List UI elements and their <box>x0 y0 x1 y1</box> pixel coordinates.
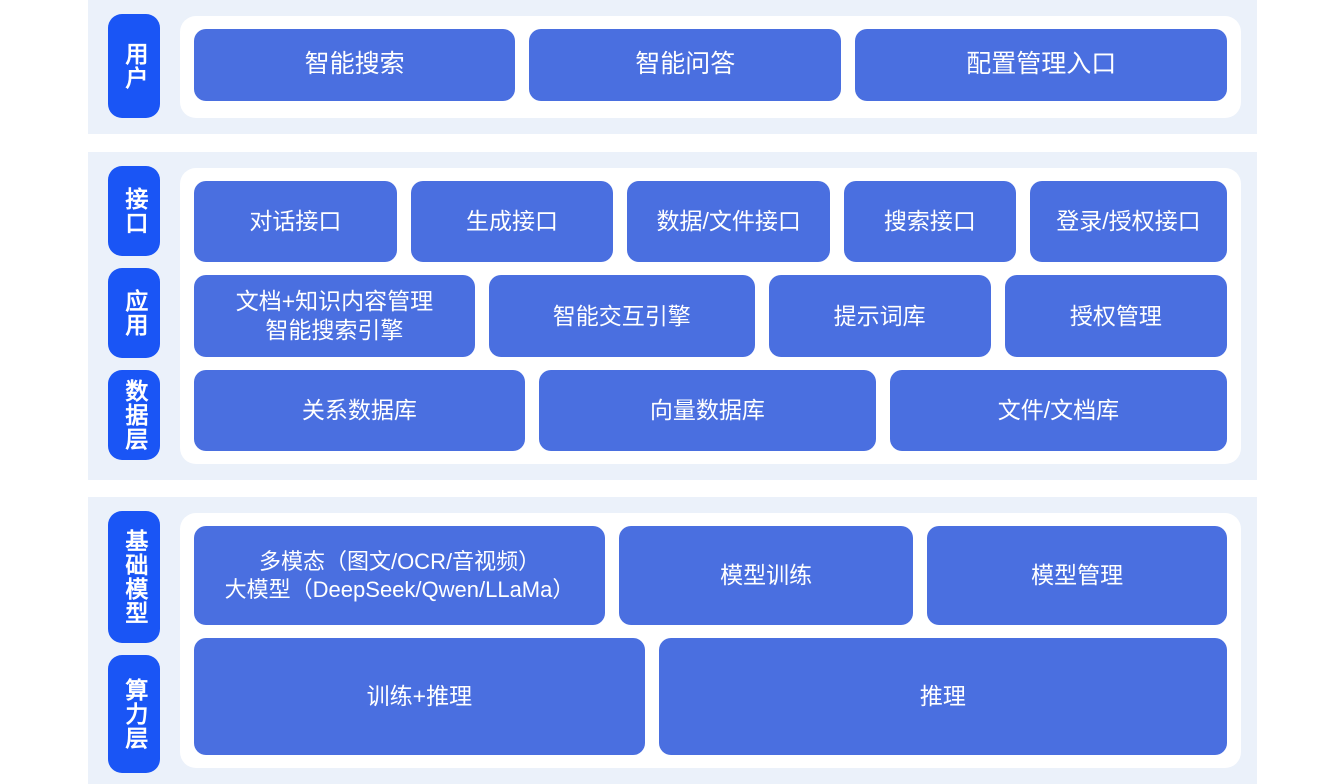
box-inference[interactable]: 推理 <box>658 638 1227 755</box>
section-platform: 接口 应用 数据层 对话接口 生成接口 数据/文件接口 搜索接口 登录/授权接口… <box>88 152 1257 480</box>
box-multimodal-large-model[interactable]: 多模态（图文/OCR/音视频） 大模型（DeepSeek/Qwen/LLaMa） <box>194 526 606 626</box>
box-file-document-store[interactable]: 文件/文档库 <box>889 369 1227 451</box>
layer-label-interface: 接口 <box>108 166 160 256</box>
box-smart-interaction-engine[interactable]: 智能交互引擎 <box>488 275 755 357</box>
box-training-inference[interactable]: 训练+推理 <box>194 638 645 755</box>
row-model: 多模态（图文/OCR/音视频） 大模型（DeepSeek/Qwen/LLaMa）… <box>194 526 1228 626</box>
row-data: 关系数据库 向量数据库 文件/文档库 <box>194 369 1227 451</box>
box-document-knowledge-management[interactable]: 文档+知识内容管理 智能搜索引擎 <box>194 275 475 357</box>
layer-label-user: 用户 <box>108 14 160 118</box>
box-vector-database[interactable]: 向量数据库 <box>538 369 876 451</box>
row-application: 文档+知识内容管理 智能搜索引擎 智能交互引擎 提示词库 授权管理 <box>194 275 1227 357</box>
box-login-auth-api[interactable]: 登录/授权接口 <box>1029 181 1228 263</box>
box-smart-qa[interactable]: 智能问答 <box>529 29 842 101</box>
box-prompt-library[interactable]: 提示词库 <box>768 275 991 357</box>
card-infrastructure: 多模态（图文/OCR/音视频） 大模型（DeepSeek/Qwen/LLaMa）… <box>180 513 1241 768</box>
box-relational-database[interactable]: 关系数据库 <box>194 369 525 451</box>
card-platform: 对话接口 生成接口 数据/文件接口 搜索接口 登录/授权接口 文档+知识内容管理… <box>180 168 1241 464</box>
layer-label-data: 数据层 <box>108 370 160 460</box>
label-rail-user: 用户 <box>88 0 180 134</box>
box-model-training[interactable]: 模型训练 <box>619 526 914 626</box>
box-authorization-management[interactable]: 授权管理 <box>1004 275 1227 357</box>
row-compute: 训练+推理 推理 <box>194 638 1227 755</box>
section-user: 用户 智能搜索 智能问答 配置管理入口 <box>88 0 1257 134</box>
label-rail-infrastructure: 基础模型 算力层 <box>88 497 180 784</box>
layer-label-compute: 算力层 <box>108 655 160 773</box>
layer-label-application: 应用 <box>108 268 160 358</box>
box-data-file-api[interactable]: 数据/文件接口 <box>627 181 830 263</box>
section-infrastructure: 基础模型 算力层 多模态（图文/OCR/音视频） 大模型（DeepSeek/Qw… <box>88 497 1257 784</box>
row-interface: 对话接口 生成接口 数据/文件接口 搜索接口 登录/授权接口 <box>194 181 1228 263</box>
box-search-api[interactable]: 搜索接口 <box>843 181 1016 263</box>
label-rail-platform: 接口 应用 数据层 <box>88 152 180 480</box>
box-smart-search[interactable]: 智能搜索 <box>194 29 516 101</box>
layer-label-foundation-model: 基础模型 <box>108 511 160 643</box>
box-config-management-entry[interactable]: 配置管理入口 <box>855 29 1227 101</box>
box-model-management[interactable]: 模型管理 <box>927 526 1228 626</box>
card-user: 智能搜索 智能问答 配置管理入口 <box>180 16 1241 118</box>
box-generation-api[interactable]: 生成接口 <box>410 181 614 263</box>
row-user-entries: 智能搜索 智能问答 配置管理入口 <box>194 29 1227 101</box>
box-dialog-api[interactable]: 对话接口 <box>194 181 397 263</box>
